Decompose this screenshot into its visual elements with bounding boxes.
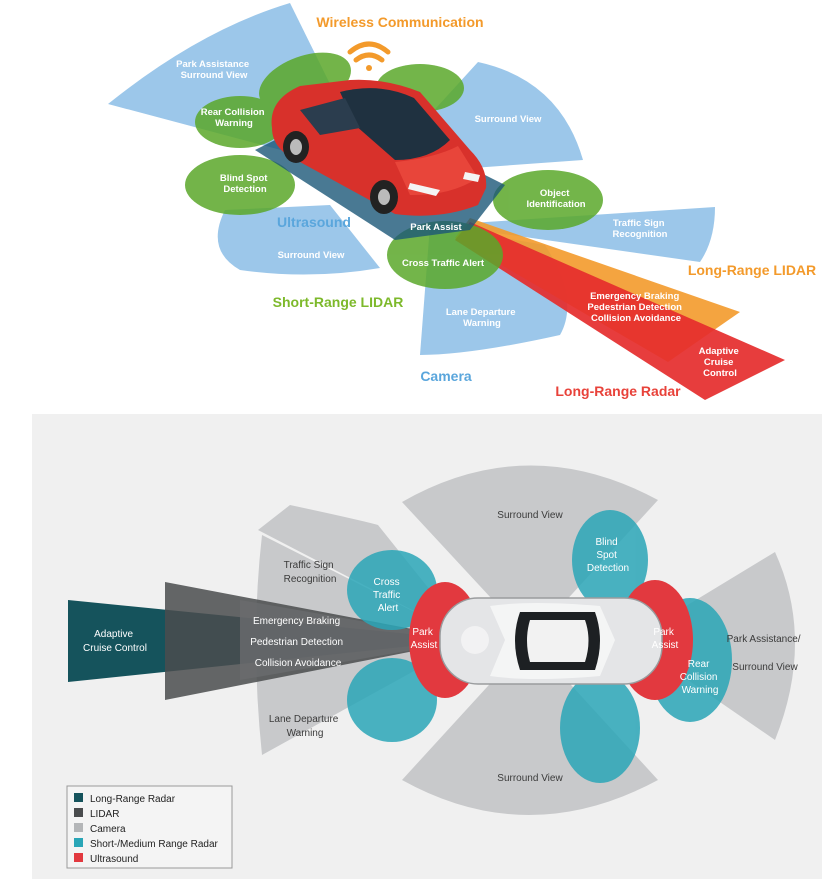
lidar-beam-inner — [240, 600, 470, 680]
legend-label: Ultrasound — [90, 854, 138, 865]
radar-petal-front-bottom — [347, 658, 437, 742]
b-label-adaptive-cruise: Adaptive Cruise Control — [83, 629, 147, 654]
legend-item: LIDAR — [74, 808, 119, 820]
b-label-park-assist-front: Park Assist — [411, 627, 438, 651]
legend-box — [66, 785, 233, 869]
b-label-blind-spot: Blind Spot Detection — [587, 537, 629, 574]
category-long-range-lidar: Long-Range LIDAR — [688, 262, 816, 278]
legend: Long-Range Radar LIDAR Camera Short-/Med… — [66, 785, 233, 869]
legend-label: Long-Range Radar — [90, 794, 176, 805]
legend-label: LIDAR — [90, 809, 119, 820]
b-label-emergency: Emergency Braking Pedestrian Detection C… — [250, 616, 346, 669]
legend-item: Short-/Medium Range Radar — [74, 838, 219, 850]
b-label-surround-view-bottom: Surround View — [497, 773, 563, 784]
legend-label: Short-/Medium Range Radar — [90, 839, 219, 850]
red-car — [271, 79, 487, 216]
camera-zone-left — [217, 205, 380, 275]
legend-swatch — [74, 853, 83, 862]
b-label-park-assist-rear: Park Assist — [652, 627, 679, 651]
b-label-traffic-sign: Traffic Sign Recognition — [284, 560, 337, 585]
category-ultrasound: Ultrasound — [277, 214, 351, 230]
label-surround-view-right: Surround View — [475, 114, 542, 125]
silver-car-top — [439, 597, 663, 685]
lidar-petal-rear — [195, 96, 285, 148]
legend-label: Camera — [90, 824, 126, 835]
b-label-lane-departure: Lane Departure Warning — [269, 714, 341, 739]
label-park-assistance: Park Assistance Surround View — [176, 59, 252, 81]
radar-petal-bottom-right — [560, 673, 640, 783]
label-emergency: Emergency Braking Pedestrian Detection C… — [587, 291, 684, 324]
legend-item: Camera — [74, 823, 126, 835]
category-long-range-radar: Long-Range Radar — [555, 383, 681, 399]
camera-fan-top — [402, 465, 658, 640]
label-adaptive-cruise: Adaptive Cruise Control — [699, 346, 742, 379]
category-short-range-lidar: Short-Range LIDAR — [273, 294, 404, 310]
label-rear-collision: Rear Collision Warning — [201, 107, 268, 129]
top-illustration: Wireless Communication Ultrasound Short-… — [108, 3, 816, 400]
category-wireless: Wireless Communication — [316, 14, 483, 30]
b-label-rear-collision: Rear Collision Warning — [680, 659, 721, 696]
radar-beam — [455, 222, 785, 400]
legend-swatch — [74, 808, 83, 817]
legend-swatch — [74, 793, 83, 802]
legend-swatch — [74, 838, 83, 847]
label-object-identification: Object Identification — [526, 188, 585, 210]
label-park-assist: Park Assist — [410, 222, 462, 233]
label-lane-departure: Lane Departure Warning — [446, 307, 518, 329]
legend-item: Ultrasound — [74, 853, 138, 865]
label-traffic-sign: Traffic Sign Recognition — [613, 218, 668, 240]
bottom-diagram: Surround View Surround View Blind Spot D… — [32, 414, 822, 879]
lidar-petal-front — [387, 221, 503, 289]
lidar-petal-front-right — [493, 170, 603, 230]
label-surround-view-left: Surround View — [278, 250, 345, 261]
b-label-cross-traffic: Cross Traffic Alert — [373, 577, 403, 614]
legend-item: Long-Range Radar — [74, 793, 176, 805]
wifi-icon — [347, 41, 391, 71]
category-camera: Camera — [420, 368, 472, 384]
b-label-park-assistance: Park Assistance/ Surround View — [727, 634, 804, 673]
legend-swatch — [74, 823, 83, 832]
radar-petal-top-right — [572, 510, 648, 610]
b-label-surround-view-top: Surround View — [497, 510, 563, 521]
label-blind-spot: Blind Spot Detection — [220, 173, 270, 195]
lidar-petal-left — [185, 155, 295, 215]
label-cross-traffic: Cross Traffic Alert — [402, 258, 485, 269]
